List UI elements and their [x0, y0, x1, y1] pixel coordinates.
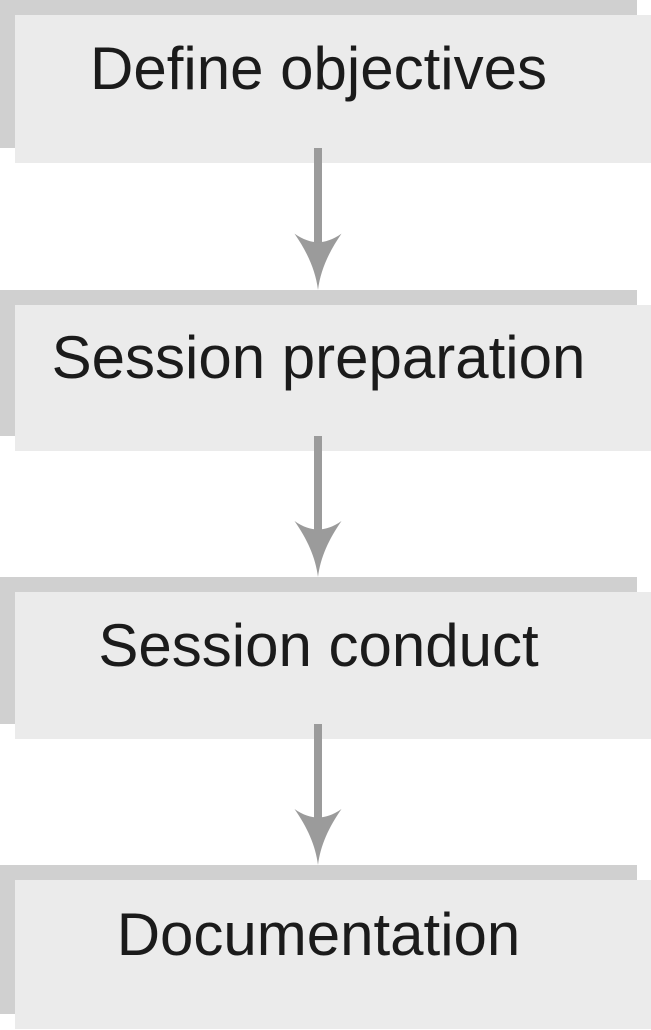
- down-arrow-icon: [294, 436, 342, 577]
- step-label: Documentation: [116, 900, 521, 968]
- step-label: Session preparation: [51, 324, 586, 391]
- flow-step-session-conduct: Session conduct: [0, 577, 651, 739]
- down-arrow-icon: [294, 724, 342, 865]
- down-arrow-icon: [294, 148, 342, 290]
- step-label: Session conduct: [98, 611, 539, 679]
- step-label: Define objectives: [90, 35, 547, 102]
- flow-step-documentation: Documentation: [0, 865, 651, 1029]
- flow-step-define-objectives: Define objectives: [0, 0, 651, 163]
- flow-step-session-preparation: Session preparation: [0, 290, 651, 451]
